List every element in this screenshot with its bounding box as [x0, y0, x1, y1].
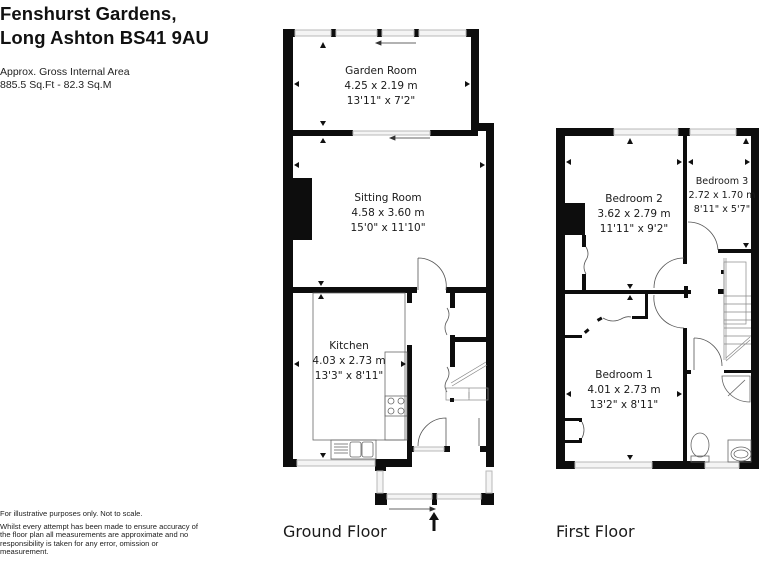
garden-room-name: Garden Room	[345, 65, 417, 77]
bedroom-1-name: Bedroom 1	[595, 369, 653, 381]
property-title: Fenshurst Gardens, Long Ashton BS41 9AU	[0, 2, 209, 50]
disclaimer: For illustrative purposes only. Not to s…	[0, 509, 200, 561]
bedroom-1-imperial: 13'2" x 8'11"	[590, 399, 658, 411]
kitchen-imperial: 13'3" x 8'11"	[315, 370, 383, 382]
first-floor-stairs	[723, 258, 751, 362]
sitting-room-metric: 4.58 x 3.60 m	[351, 207, 424, 219]
kitchen-fixtures	[312, 292, 408, 460]
ground-floor-measure-ticks	[294, 42, 485, 458]
area-value: 885.5 Sq.Ft - 82.3 Sq.M	[0, 79, 112, 91]
area-label: Approx. Gross Internal Area	[0, 66, 130, 78]
sitting-room-imperial: 15'0" x 11'10"	[350, 222, 425, 234]
bedroom-2-metric: 3.62 x 2.79 m	[597, 208, 670, 220]
gross-area: Approx. Gross Internal Area 885.5 Sq.Ft …	[0, 66, 130, 92]
bedroom-3-metric: 2.72 x 1.70 m	[689, 190, 756, 201]
first-floor-windows	[574, 128, 740, 469]
first-floor-measure-ticks	[566, 138, 750, 460]
sink-icon	[330, 439, 377, 460]
toilet-icon	[690, 432, 710, 463]
ground-floor-plan: Garden Room 4.25 x 2.19 m 13'11" x 7'2" …	[283, 29, 494, 531]
first-floor-label: First Floor	[556, 522, 635, 541]
ground-floor-doors	[417, 257, 480, 447]
kitchen-metric: 4.03 x 2.73 m	[312, 355, 385, 367]
basin-icon	[727, 439, 752, 463]
bedroom-3-name: Bedroom 3	[696, 176, 749, 187]
ground-floor-stairs	[445, 361, 489, 401]
title-line-2: Long Ashton BS41 9AU	[0, 27, 209, 48]
first-floor-plan: Bedroom 2 3.62 x 2.79 m 11'11" x 9'2" Be…	[556, 128, 759, 469]
title-line-1: Fenshurst Gardens,	[0, 3, 177, 24]
disclaimer-accuracy-note: Whilst every attempt has been made to en…	[0, 521, 198, 557]
ground-floor-windows	[294, 29, 493, 500]
sliding-door-arrows	[374, 40, 437, 512]
first-floor-walls	[556, 128, 759, 469]
bathroom-fixtures	[690, 375, 752, 463]
first-floor-doors	[581, 221, 723, 439]
bedroom-2-name: Bedroom 2	[605, 193, 663, 205]
bedroom-1-metric: 4.01 x 2.73 m	[587, 384, 660, 396]
garden-room-metric: 4.25 x 2.19 m	[344, 80, 417, 92]
bedroom-3-imperial: 8'11" x 5'7"	[694, 204, 750, 215]
shower-icon	[721, 375, 751, 403]
bedroom-2-imperial: 11'11" x 9'2"	[600, 223, 668, 235]
ground-floor-label: Ground Floor	[283, 522, 387, 541]
disclaimer-scale-note: For illustrative purposes only. Not to s…	[0, 509, 143, 518]
ground-floor-walls	[283, 29, 494, 505]
entrance-arrow-icon	[429, 512, 439, 531]
garden-room-imperial: 13'11" x 7'2"	[347, 95, 415, 107]
hob-icon	[384, 395, 408, 417]
kitchen-name: Kitchen	[329, 340, 368, 352]
sitting-room-name: Sitting Room	[354, 192, 421, 204]
